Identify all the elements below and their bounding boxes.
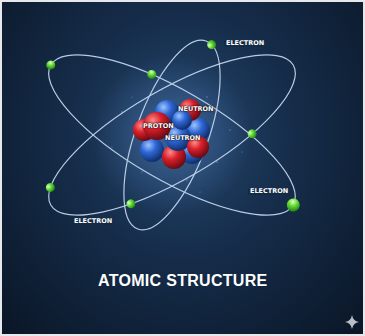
proton-label: PROTON [143, 123, 174, 130]
diagram-title: ATOMIC STRUCTURE [98, 272, 268, 290]
electron-label: ELECTRON [224, 40, 266, 47]
neutron-label: NEUTRON [165, 135, 201, 142]
electron-label: ELECTRON [72, 218, 114, 225]
dark-panel: ELECTRON ELECTRON ELECTRON PROTON NEUTRON NEU… [2, 2, 363, 334]
neutron-label: NEUTRON [178, 106, 214, 113]
electron-label: ELECTRON [248, 188, 290, 195]
